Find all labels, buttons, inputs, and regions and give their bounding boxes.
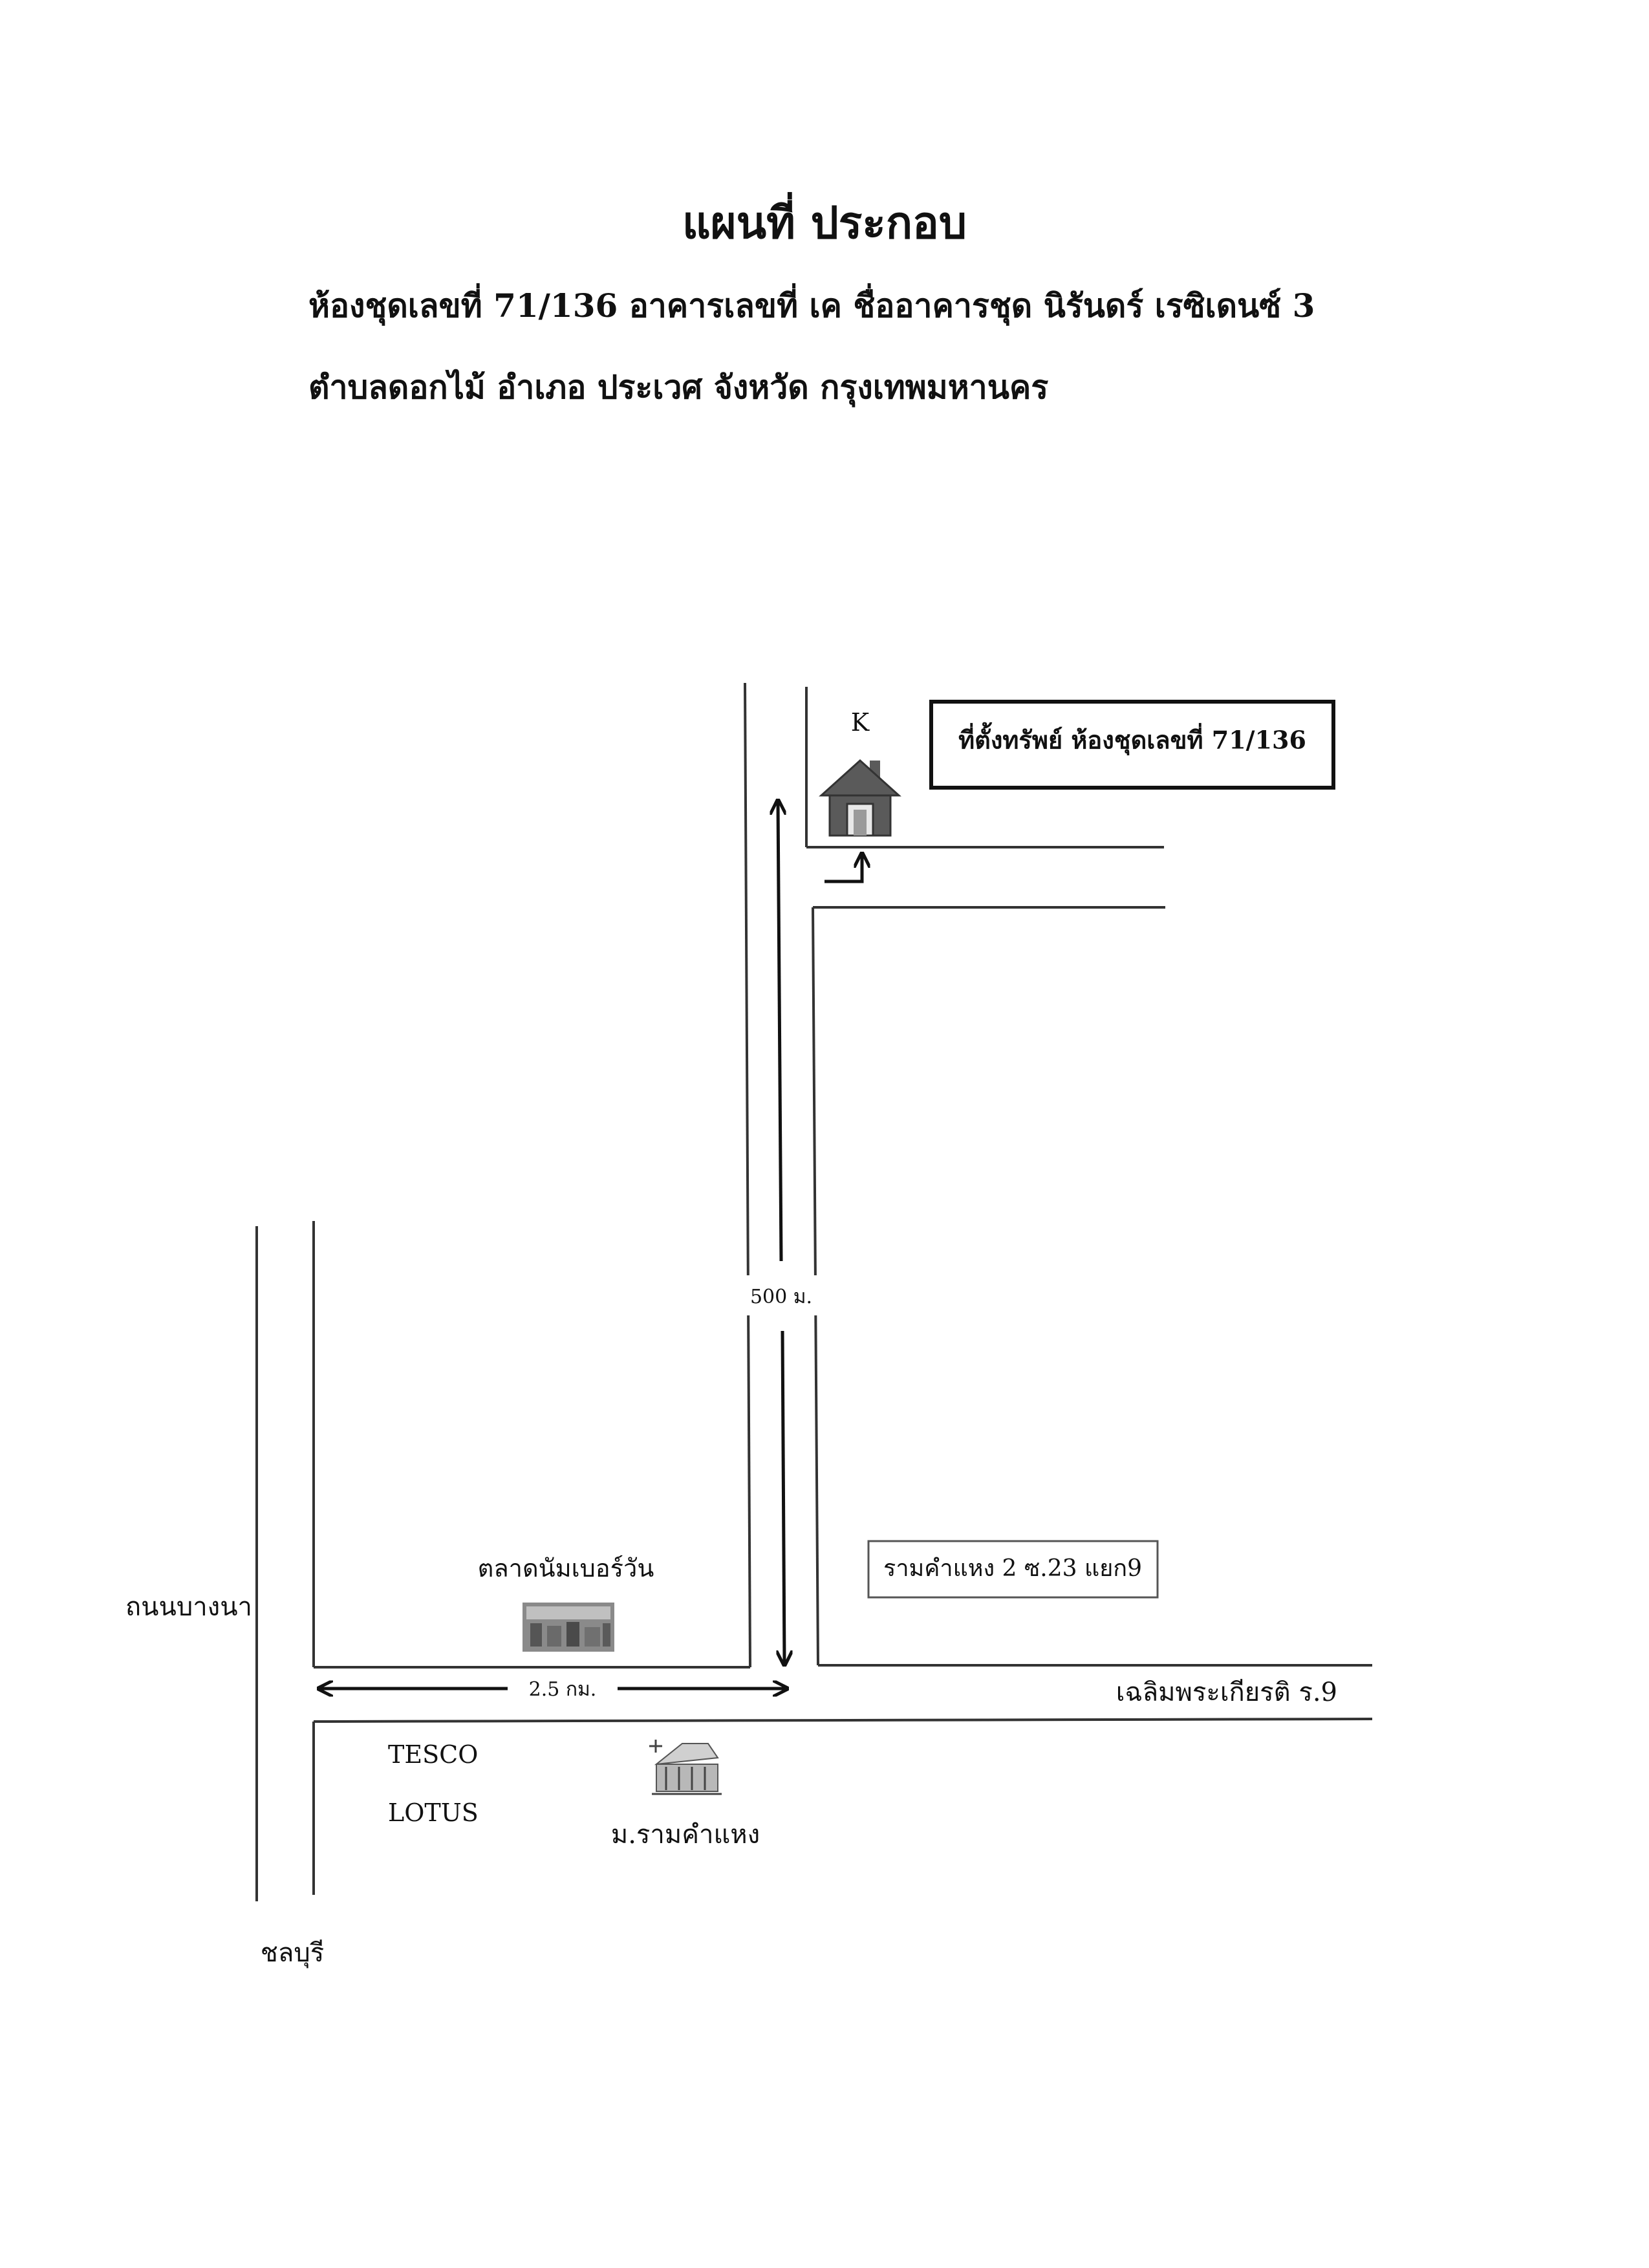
entrance-arrow xyxy=(824,855,862,883)
soi-west-edge xyxy=(744,682,751,1668)
chaloem-road-label: เฉลิมพระเกียรติ ร.9 xyxy=(1116,1678,1337,1707)
university-label: ม.รามคำแหง xyxy=(611,1820,760,1850)
distance-vertical-gap xyxy=(744,1275,818,1315)
chonburi-label: ชลบุรี xyxy=(261,1938,325,1969)
bangna-road-label: ถนนบางนา xyxy=(125,1592,252,1622)
building-code-label: K xyxy=(851,708,870,737)
soi-label-box xyxy=(867,1540,1159,1599)
chaloem-road-south-edge xyxy=(313,1718,1373,1723)
tesco-label: TESCO xyxy=(388,1740,478,1769)
distance-horizontal-label: 2.5 กม. xyxy=(529,1678,597,1701)
unit-address-line: ห้องชุดเลขที่ 71/136 อาคารเลขที่ เค ชื่อ… xyxy=(308,286,1315,325)
university-building-icon xyxy=(649,1740,722,1795)
soi-label: รามคำแหง 2 ซ.23 แยก9 xyxy=(883,1555,1142,1582)
district-address-line: ตำบลดอกไม้ อำเภอ ประเวศ จังหวัด กรุงเทพม… xyxy=(308,368,1049,406)
property-label: ที่ตั้งทรัพย์ ห้องชุดเลขที่ 71/136 xyxy=(958,722,1306,756)
house-icon xyxy=(819,759,901,837)
distance-arrow-vertical-bottom xyxy=(782,1330,784,1663)
market-label: ตลาดนัมเบอร์วัน xyxy=(478,1554,654,1582)
distance-arrow-vertical-top xyxy=(778,802,781,1262)
property-label-box xyxy=(929,700,1335,790)
lotus-label: LOTUS xyxy=(388,1798,479,1827)
map-title: แผนที่ ประกอบ xyxy=(682,197,967,249)
distance-vertical-label: 500 ม. xyxy=(750,1286,812,1308)
market-photo-icon xyxy=(523,1603,614,1652)
